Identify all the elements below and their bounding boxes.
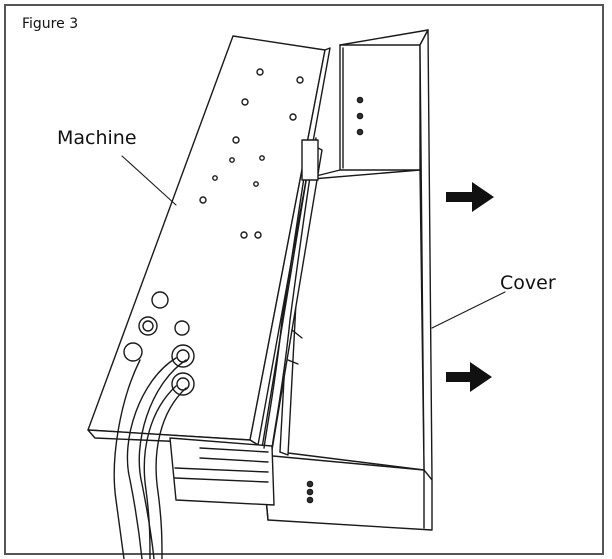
right-arrow-icon — [446, 362, 492, 392]
figure-title: Figure 3 — [22, 16, 79, 32]
hoses — [113, 357, 187, 559]
internal-cables — [263, 137, 319, 449]
cover-label: Cover — [500, 272, 556, 294]
machine-leader-line — [121, 155, 177, 206]
cover-part — [261, 29, 433, 531]
machine-label: Machine — [57, 127, 137, 149]
right-arrow-icon — [446, 182, 494, 212]
cover-leader-line — [431, 291, 506, 329]
